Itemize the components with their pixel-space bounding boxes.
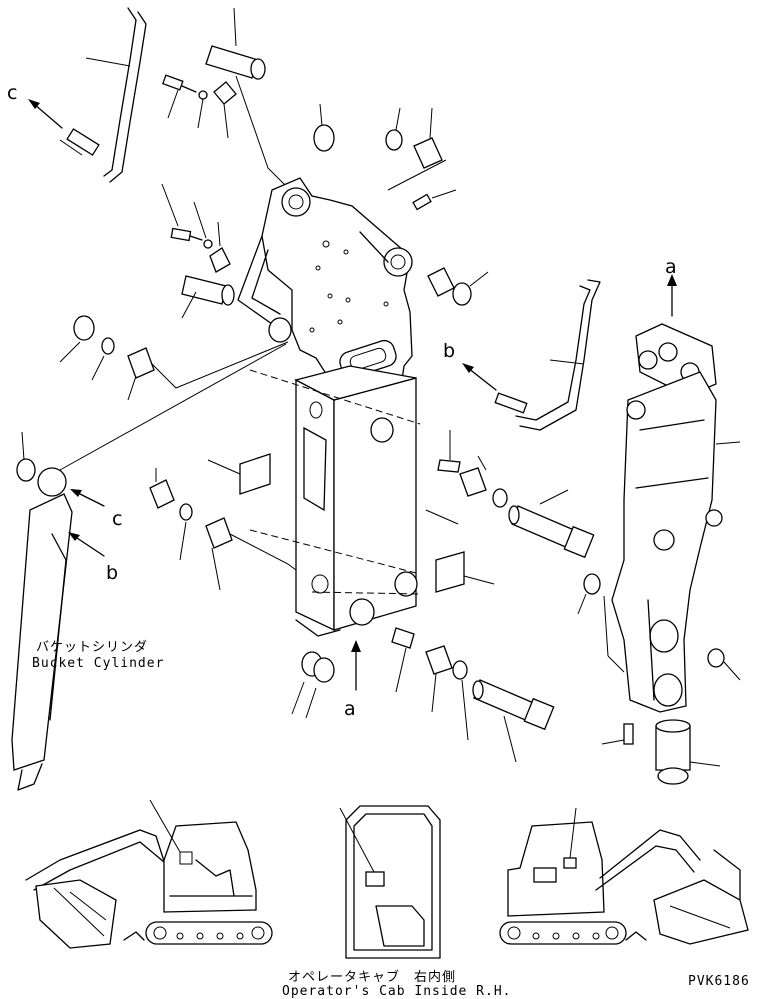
arrow-b-left [68,532,105,557]
pin-long-top [205,7,287,187]
main-arm [249,365,421,637]
shim-ring-top [313,124,335,152]
washer-e [179,503,193,521]
callout-c-top: c [7,82,18,104]
washer-d [452,660,468,680]
spring-pin-a [437,459,461,473]
bushing-c [459,467,487,497]
bushing-d [425,645,453,675]
washer-small-top [198,90,208,100]
bushing-a [413,137,443,169]
bucket-cylinder [11,343,287,791]
cab-door-view [339,805,441,959]
arrow-a-bottom [351,640,361,691]
arrow-c-left [70,489,105,507]
bushing-left-1 [127,347,155,379]
cab-caption-en: Operator's Cab Inside R.H. [282,984,512,999]
label-plate-right [435,551,465,593]
callout-b-left: b [106,562,119,584]
drawing-code: PVK6186 [688,974,750,989]
bolt-small-top [161,74,197,119]
spring-pin-b [391,627,415,649]
ring-right-b [707,648,725,668]
excavator-left-view [25,799,273,949]
arrow-b-top [462,363,497,391]
bushing-b [427,267,455,297]
pin-right-bottom [655,719,721,785]
callout-a-top: a [665,256,677,278]
callout-b-top: b [443,340,456,362]
ring-b [452,282,472,306]
bucket-cylinder-label-en: Bucket Cylinder [32,656,165,671]
label-plate-left [239,453,271,495]
hose-b [494,279,601,431]
grease-fitting-top [412,189,457,211]
hose-c [59,7,147,183]
bushing-f [205,517,233,549]
plate-top [213,81,237,139]
washer-small-mid [203,239,213,249]
washer-left-1 [101,337,115,355]
grease-fitting-right [601,723,634,745]
arm-assembly-right [603,274,741,713]
arrow-c-top [28,99,63,129]
bushing-ring-a [385,129,403,151]
callout-a-bottom: a [344,698,356,720]
bucket-cylinder-label-jp: バケットシリンダ [36,640,149,655]
pin-medium-left [181,275,235,319]
excavator-right-view [499,807,749,945]
bolt-pin-right [508,489,595,559]
washer-c [492,488,508,508]
bolt-pin-lower [472,679,555,763]
shim-pair-b [313,657,335,683]
arm-bracket [237,177,413,397]
bushing-e [149,479,175,509]
arrow-a-top [667,274,677,317]
cab-caption-jp: オペレータキャブ 右内側 [288,970,457,985]
bolt-small-mid [161,183,203,242]
plate-mid [209,247,231,273]
callout-c-left: c [112,508,123,530]
collar-left-1 [73,315,95,341]
ring-right-a [583,573,601,595]
